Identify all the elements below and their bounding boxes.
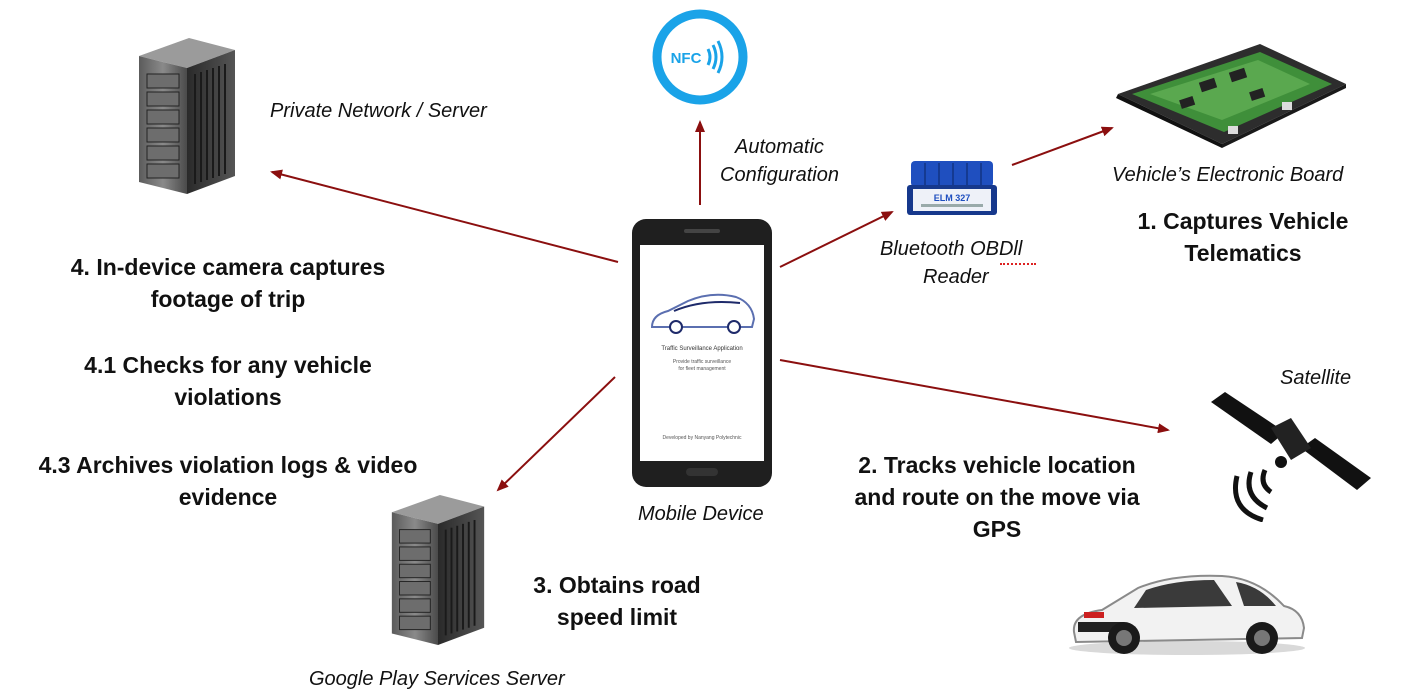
- car-logo-icon: [650, 293, 756, 334]
- step-4-line-2: footage of trip: [150, 286, 306, 312]
- step-4-3-line-2: evidence: [178, 484, 278, 510]
- arrow-to-satellite: [779, 359, 1170, 434]
- google-server-icon: [391, 495, 485, 645]
- step-1-line-1: 1. Captures Vehicle: [1137, 208, 1349, 234]
- phone-home-button[interactable]: [686, 468, 718, 476]
- step-1-text: 1. Captures Vehicle Telematics: [1110, 205, 1376, 269]
- automatic-configuration-label-2: Configuration: [720, 164, 839, 186]
- step-3-line-2: speed limit: [556, 604, 678, 630]
- nfc-text: NFC: [671, 50, 702, 67]
- step-4-3-text: 4.3 Archives violation logs & video evid…: [10, 449, 446, 513]
- phone-app-footer: Developed by Nanyang Polytechnic: [662, 435, 742, 441]
- electronic-board-label: Vehicle’s Electronic Board: [1112, 164, 1344, 186]
- step-2-line-3: GPS: [972, 516, 1022, 542]
- step-4-line-1: 4. In-device camera captures: [70, 254, 386, 280]
- step-4-1-line-2: violations: [174, 384, 282, 410]
- private-server-label: Private Network / Server: [270, 100, 487, 122]
- arrow-to-google-server: [496, 376, 616, 492]
- step-3-line-1: 3. Obtains road: [533, 572, 701, 598]
- step-4-1-line-1: 4.1 Checks for any vehicle: [84, 352, 372, 378]
- arrow-to-obd-reader: [779, 211, 894, 268]
- step-3-text: 3. Obtains road speed limit: [510, 569, 724, 633]
- satellite-label: Satellite: [1280, 367, 1352, 389]
- step-2-line-1: 2. Tracks vehicle location: [858, 452, 1136, 478]
- obd-device-text: ELM 327: [934, 193, 971, 203]
- mobile-device: Traffic Surveillance Application Provide…: [632, 219, 772, 487]
- step-2-line-2: and route on the move via: [854, 484, 1140, 510]
- step-4-text: 4. In-device camera captures footage of …: [30, 251, 426, 315]
- obd-reader-label-1: Bluetooth OBDll: [880, 238, 1023, 260]
- phone-app-title: Traffic Surveillance Application: [661, 346, 743, 352]
- satellite-icon: [1211, 392, 1371, 522]
- obd-reader-image: ELM 327: [907, 161, 997, 215]
- step-1-line-2: Telematics: [1184, 240, 1302, 266]
- automatic-configuration-label-1: Automatic: [735, 136, 824, 158]
- car-image: [1069, 574, 1306, 655]
- arrow-to-private-server: [270, 169, 619, 263]
- google-server-label: Google Play Services Server: [309, 668, 565, 690]
- phone-speaker: [684, 229, 720, 233]
- step-4-3-line-1: 4.3 Archives violation logs & video: [38, 452, 418, 478]
- phone-app-subtitle-1: Provide traffic surveillance: [672, 359, 732, 365]
- private-server-icon: [139, 38, 235, 194]
- phone-app-subtitle-2: for fleet management: [678, 366, 726, 372]
- phone-screen: Traffic Surveillance Application Provide…: [640, 245, 764, 461]
- mobile-device-label: Mobile Device: [638, 503, 764, 525]
- step-2-text: 2. Tracks vehicle location and route on …: [830, 449, 1164, 545]
- arrow-to-electronic-board: [1011, 126, 1114, 166]
- obd-spellcheck-underline: [1000, 260, 1036, 265]
- nfc-icon: NFC: [652, 9, 748, 105]
- electronic-board-image: [1116, 44, 1346, 148]
- step-4-1-text: 4.1 Checks for any vehicle violations: [40, 349, 416, 413]
- obd-reader-label-2: Reader: [923, 266, 989, 288]
